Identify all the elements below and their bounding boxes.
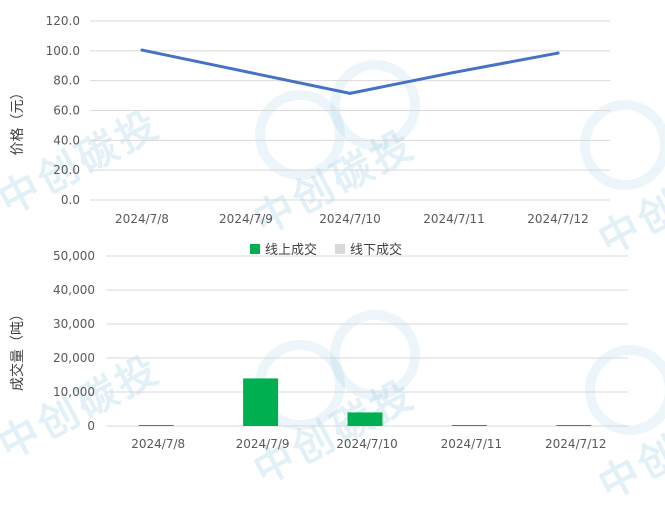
y-tick-label: 20,000 xyxy=(53,351,95,365)
x-tick-label: 2024/7/10 xyxy=(319,212,381,226)
x-tick-label: 2024/7/12 xyxy=(527,212,589,226)
price-point xyxy=(452,70,456,74)
y-tick-label: 120.0 xyxy=(46,14,80,28)
legend-swatch-online xyxy=(250,244,260,254)
y-tick-label: 20.0 xyxy=(53,163,80,177)
y-tick-label: 100.0 xyxy=(46,44,80,58)
y-tick-label: 10,000 xyxy=(53,385,95,399)
x-tick-label: 2024/7/8 xyxy=(115,212,169,226)
x-tick-label: 2024/7/11 xyxy=(441,437,503,451)
y-axis-title: 价格（元） xyxy=(10,86,26,156)
y-tick-label: 40,000 xyxy=(53,283,95,297)
legend-label-online: 线上成交 xyxy=(265,242,317,258)
price-series-line xyxy=(140,48,560,95)
x-tick-label: 2024/7/9 xyxy=(219,212,273,226)
x-tick-label: 2024/7/8 xyxy=(131,437,185,451)
legend-label-offline: 线下成交 xyxy=(350,242,402,258)
legend-swatch-offline xyxy=(335,244,345,254)
online-volume-bar xyxy=(138,424,174,426)
price-point xyxy=(140,48,144,52)
legend: 线上成交 线下成交 xyxy=(250,242,402,258)
price-point xyxy=(244,70,248,74)
y-axis-title: 成交量（吨） xyxy=(9,307,26,391)
online-volume-bar xyxy=(347,412,383,426)
y-tick-label: 0.0 xyxy=(61,193,80,207)
y-tick-label: 30,000 xyxy=(53,317,95,331)
volume-bar-chart: 0 10,000 20,000 30,000 40,000 50,000 2024/7/8 2… xyxy=(9,242,628,451)
price-point xyxy=(556,51,560,55)
x-tick-label: 2024/7/11 xyxy=(423,212,485,226)
online-volume-bar xyxy=(243,378,279,426)
price-point xyxy=(348,91,352,95)
online-volume-bar xyxy=(451,424,487,426)
online-volume-bar xyxy=(556,424,592,426)
chart-canvas: 0.0 20.0 40.0 60.0 80.0 100.0 120.0 2024/7/8 202… xyxy=(9,14,628,451)
y-tick-label: 80.0 xyxy=(53,74,80,88)
price-line-chart: 0.0 20.0 40.0 60.0 80.0 100.0 120.0 2024/7/8 202… xyxy=(10,14,610,226)
y-tick-label: 40.0 xyxy=(53,133,80,147)
y-tick-label: 50,000 xyxy=(53,249,95,263)
x-tick-label: 2024/7/10 xyxy=(336,437,398,451)
x-tick-label: 2024/7/9 xyxy=(236,437,290,451)
y-tick-label: 0 xyxy=(87,419,95,433)
x-tick-label: 2024/7/12 xyxy=(545,437,607,451)
y-tick-label: 60.0 xyxy=(53,104,80,118)
